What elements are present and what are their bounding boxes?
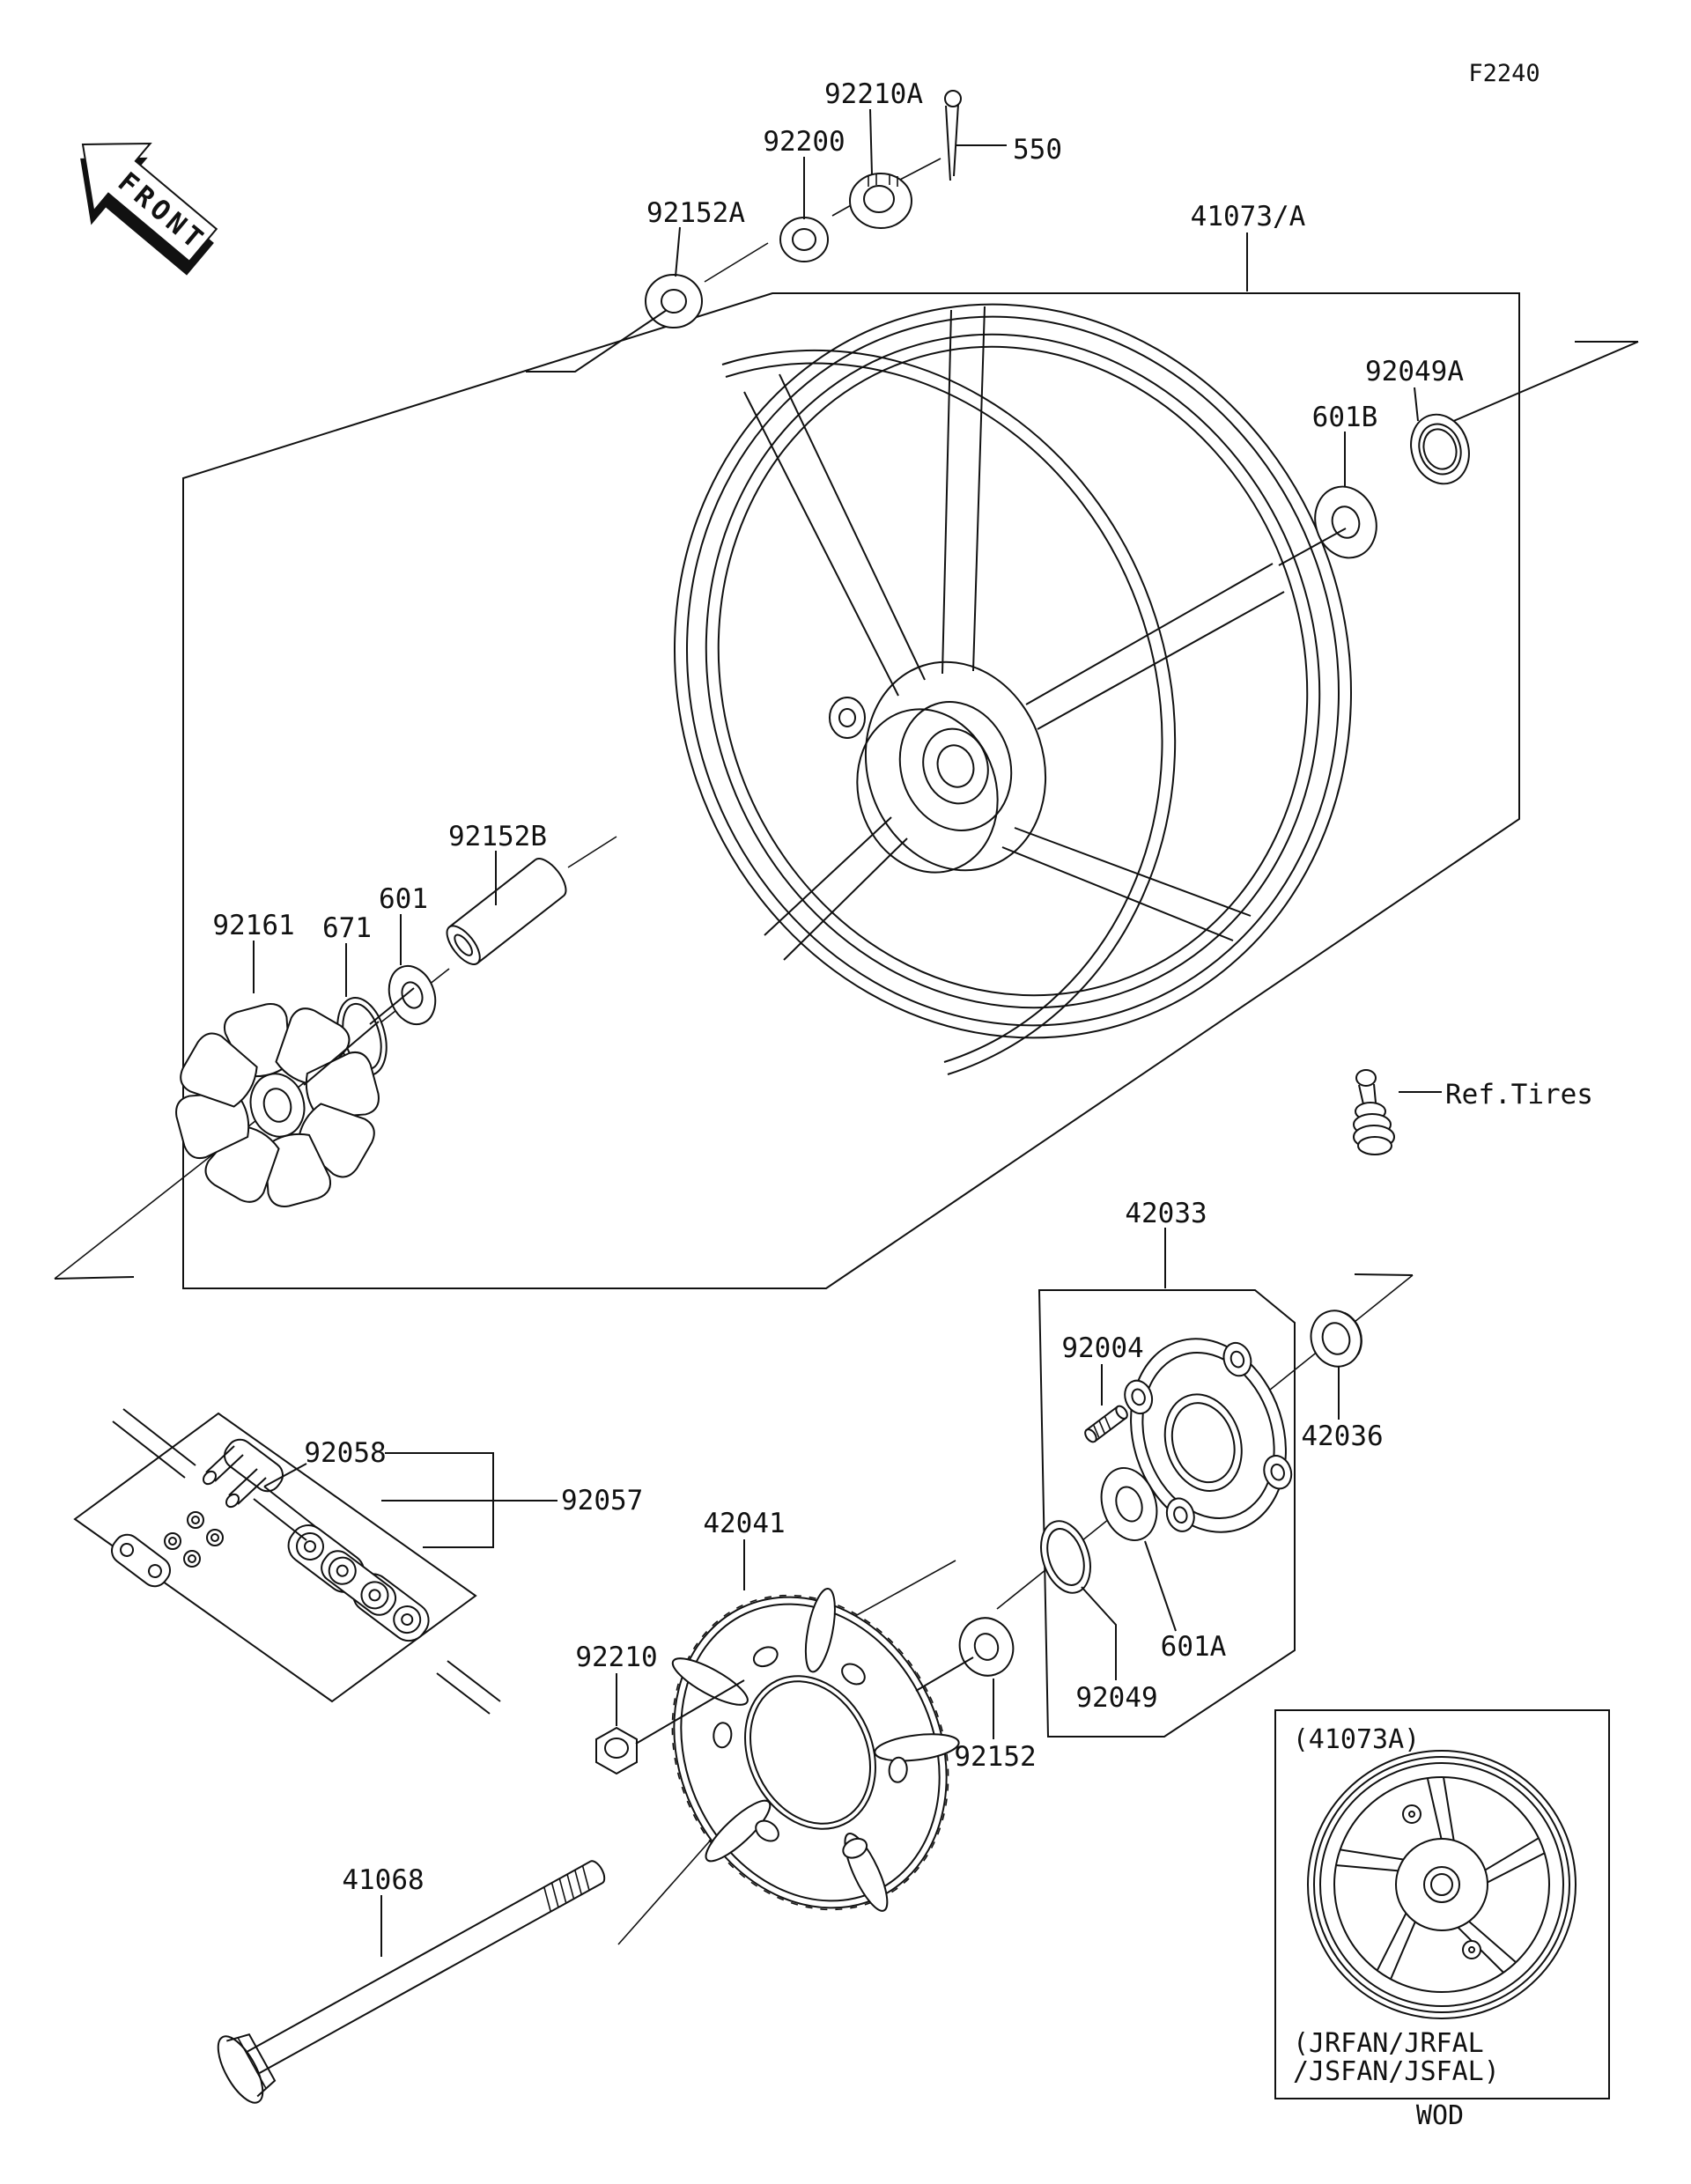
label-coupling-bearing: 601A bbox=[1161, 1631, 1227, 1663]
label-sheet-code: F2240 bbox=[1468, 60, 1540, 87]
part-labels: F2240 92152A 92200 92210A 550 41073/A 92… bbox=[212, 60, 1593, 2131]
center-collar-part bbox=[446, 858, 567, 965]
cotter-pin-part bbox=[944, 90, 962, 181]
label-sprocket-nut: 92210 bbox=[575, 1642, 657, 1673]
front-arrow: FRONT bbox=[80, 142, 218, 276]
axle-cap-part bbox=[645, 274, 703, 328]
label-seal-right: 92049A bbox=[1365, 356, 1464, 387]
chain-kit-box bbox=[73, 1412, 477, 1703]
inset-wheel-drawing bbox=[1307, 1750, 1577, 2019]
bearing-right-part bbox=[1314, 485, 1377, 559]
label-inset-code: (41073A) bbox=[1293, 1724, 1421, 1755]
label-axle-cap: 92152A bbox=[646, 197, 745, 229]
main-wheel-box bbox=[182, 292, 1520, 1289]
castle-nut-part bbox=[849, 173, 912, 229]
label-chain: 92057 bbox=[561, 1485, 643, 1516]
seal-right-part bbox=[1410, 413, 1470, 485]
master-link-plate bbox=[111, 1533, 171, 1588]
master-link-o-rings bbox=[164, 1511, 224, 1568]
damper-part bbox=[171, 1001, 384, 1212]
wheel-drawing bbox=[674, 303, 1352, 1075]
label-stud: 92004 bbox=[1061, 1332, 1143, 1364]
label-axle-nut: 92210A bbox=[824, 78, 923, 110]
label-wheel: 41073/A bbox=[1191, 201, 1306, 232]
leader-lines bbox=[253, 108, 1442, 1957]
sprocket-nut-part bbox=[595, 1726, 638, 1775]
label-inset-models-1: (JRFAN/JRFAL bbox=[1293, 2028, 1484, 2059]
coupling-seal-part bbox=[1040, 1520, 1091, 1594]
label-inset-models-2: /JSFAN/JSFAL) bbox=[1293, 2056, 1500, 2087]
label-coupling: 42033 bbox=[1125, 1198, 1207, 1229]
label-washer: 92200 bbox=[763, 126, 845, 158]
bearing-left-part bbox=[388, 964, 437, 1026]
label-bearing-left: 601 bbox=[379, 883, 428, 915]
chain-phantom-lines bbox=[112, 1408, 501, 1715]
spacer-part bbox=[1310, 1310, 1362, 1368]
label-master-link: 92058 bbox=[304, 1437, 386, 1469]
label-center-collar: 92152B bbox=[448, 821, 547, 852]
label-o-ring: 671 bbox=[322, 912, 372, 944]
label-coupling-seal: 92049 bbox=[1075, 1682, 1157, 1714]
washer-part bbox=[779, 217, 829, 262]
label-damper: 92161 bbox=[212, 910, 294, 941]
sprocket-part bbox=[671, 1587, 960, 1912]
coupling-collar-part bbox=[958, 1617, 1015, 1677]
axis-arrow-top-right bbox=[1430, 341, 1639, 432]
axis-arrow-bottom-left bbox=[54, 1276, 135, 1280]
axle-part bbox=[217, 1860, 606, 2104]
coupling-box bbox=[1037, 1289, 1296, 1738]
label-bearing-right: 601B bbox=[1312, 402, 1378, 433]
inset-box bbox=[1274, 1709, 1610, 2099]
coupling-bearing-part bbox=[1100, 1466, 1158, 1542]
stud-part bbox=[1084, 1405, 1128, 1443]
label-cotter-pin: 550 bbox=[1013, 134, 1062, 166]
wheel-hub bbox=[856, 660, 1047, 874]
label-sprocket: 42041 bbox=[703, 1508, 785, 1539]
coupling-part bbox=[1124, 1338, 1293, 1533]
wheel-spokes bbox=[743, 306, 1285, 961]
chain-part bbox=[287, 1524, 430, 1642]
inset-spokes bbox=[1334, 1776, 1549, 1981]
sprocket-bolt-holes bbox=[713, 1646, 908, 1859]
axis-arrow-mid-right bbox=[1354, 1273, 1414, 1276]
label-coupling-collar: 92152 bbox=[954, 1741, 1036, 1773]
master-link-pin-plate bbox=[202, 1438, 284, 1509]
label-inset-caption: WOD bbox=[1416, 2100, 1464, 2131]
valve-stem-part bbox=[1353, 1069, 1395, 1155]
label-axle: 41068 bbox=[342, 1864, 424, 1896]
label-spacer: 42036 bbox=[1301, 1420, 1383, 1452]
label-ref-tires: Ref.Tires bbox=[1445, 1079, 1593, 1110]
